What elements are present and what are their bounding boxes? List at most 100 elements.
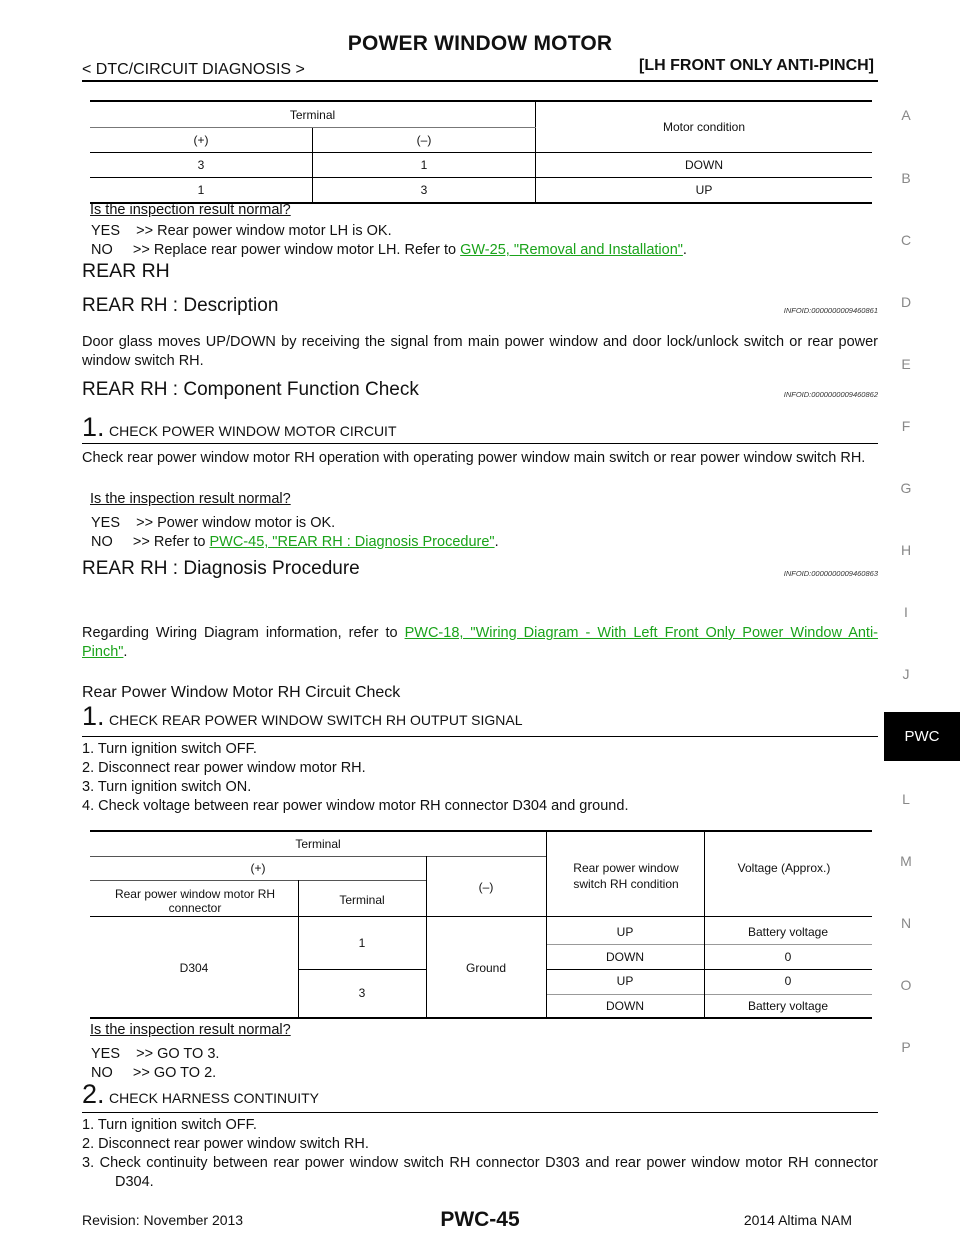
variant-label: [LH FRONT ONLY ANTI-PINCH] — [639, 57, 874, 74]
step-number: 2. — [82, 1079, 105, 1109]
yes-result: YES >> Rear power window motor LH is OK. — [91, 223, 392, 239]
terminal-header: Terminal — [90, 101, 536, 128]
side-index-a[interactable]: A — [901, 107, 911, 123]
inspection-question: Is the inspection result normal? — [90, 202, 291, 218]
step-number: 1. — [82, 701, 105, 731]
table-row: 3 1 DOWN — [90, 152, 872, 178]
voltage-cell: Battery voltage — [747, 925, 829, 939]
description-infoid: INFOID:0000000009460861 — [783, 306, 878, 315]
cell-plus: 1 — [90, 177, 313, 204]
side-index-f[interactable]: F — [901, 418, 911, 434]
table-top-border — [90, 830, 872, 832]
dp-infoid: INFOID:0000000009460863 — [783, 569, 878, 578]
minus-header: (–) — [478, 880, 494, 894]
motor-condition-table: Terminal Motor condition (+) (–) 3 1 DOW… — [90, 100, 872, 204]
voltage-cell: 0 — [784, 950, 792, 964]
list-item: 1. Turn ignition switch OFF. — [82, 741, 257, 757]
table-vline — [426, 856, 427, 1017]
list-item: 2. Disconnect rear power window motor RH… — [82, 760, 366, 776]
table-vline — [298, 880, 299, 1017]
side-index-b[interactable]: B — [901, 170, 911, 186]
side-index-l[interactable]: L — [902, 791, 910, 807]
step2-heading: 2. CHECK HARNESS CONTINUITY — [82, 1079, 319, 1110]
step2-list: 1. Turn ignition switch OFF. 2. Disconne… — [82, 1116, 878, 1192]
cfc-text: Check rear power window motor RH operati… — [82, 450, 866, 466]
list-item: 4. Check voltage between rear power wind… — [82, 798, 629, 814]
table-rule — [546, 944, 872, 945]
list-item: 3. Check continuity between rear power w… — [82, 1155, 878, 1190]
pwc18-link[interactable]: PWC-18, "Wiring Diagram - With Left Fron… — [82, 625, 879, 660]
table-bottom-border — [90, 1017, 872, 1019]
section-label: < DTC/CIRCUIT DIAGNOSIS > — [82, 61, 305, 78]
connector-header: Rear power window motor RH connector — [114, 887, 276, 915]
condition-cell: UP — [616, 925, 634, 939]
table-rule — [90, 880, 426, 881]
side-index-m[interactable]: M — [900, 853, 912, 869]
circuit-check-title: Rear Power Window Motor RH Circuit Check — [82, 684, 401, 701]
step-rule — [82, 443, 878, 444]
condition-cell: DOWN — [606, 999, 644, 1013]
side-index-e[interactable]: E — [901, 356, 911, 372]
side-index-n[interactable]: N — [900, 915, 912, 931]
condition-cell: UP — [616, 974, 634, 988]
side-index-p[interactable]: P — [901, 1039, 911, 1055]
section-heading: REAR RH — [82, 260, 170, 282]
connector-cell: D304 — [179, 961, 209, 975]
inspection-question: Is the inspection result normal? — [90, 1022, 291, 1038]
step1-list: 1. Turn ignition switch OFF. 2. Disconne… — [82, 740, 628, 816]
terminal-cell: 1 — [358, 936, 366, 950]
cell-condition: UP — [535, 177, 872, 204]
no-result: NO >> Replace rear power window motor LH… — [91, 241, 687, 260]
pwc45-link[interactable]: PWC-45, "REAR RH : Diagnosis Procedure" — [209, 534, 495, 550]
page-title: POWER WINDOW MOTOR — [347, 32, 613, 55]
list-item: 3. Turn ignition switch ON. — [82, 779, 252, 795]
cell-minus: 3 — [312, 177, 536, 204]
side-index-o[interactable]: O — [900, 977, 912, 993]
ref-text: Regarding Wiring Diagram information, re… — [82, 625, 405, 641]
cell-minus: 1 — [312, 152, 536, 178]
gw25-link[interactable]: GW-25, "Removal and Installation" — [460, 242, 683, 258]
list-item: 1. Turn ignition switch OFF. — [82, 1117, 257, 1133]
no-text: NO >> Replace rear power window motor LH… — [91, 242, 461, 258]
cfc-question: Is the inspection result normal? — [90, 491, 291, 507]
description-text: Door glass moves UP/DOWN by receiving th… — [82, 334, 878, 369]
side-index-c[interactable]: C — [900, 232, 912, 248]
step-title: CHECK REAR POWER WINDOW SWITCH RH OUTPUT… — [108, 712, 523, 728]
voltage-cell: Battery voltage — [747, 999, 829, 1013]
cfc-no: NO >> Refer to PWC-45, "REAR RH : Diagno… — [91, 533, 499, 552]
voltage-header: Voltage (Approx.) — [737, 861, 831, 875]
description-title: REAR RH : Description — [82, 295, 279, 316]
cfc-step-heading: 1. CHECK POWER WINDOW MOTOR CIRCUIT — [82, 412, 397, 443]
cfc-yes: YES >> Power window motor is OK. — [91, 515, 336, 531]
minus-header: (–) — [312, 127, 536, 153]
voltage-table: Terminal (+) (–) Rear power window motor… — [90, 830, 872, 1020]
voltage-cell: 0 — [784, 974, 792, 988]
side-index-g[interactable]: G — [900, 480, 912, 496]
yes-result: YES >> GO TO 3. — [91, 1046, 220, 1062]
table-rule — [546, 994, 872, 995]
terminal-sub-header: Terminal — [339, 893, 385, 907]
step-rule — [82, 1112, 878, 1113]
terminal-header: Terminal — [295, 837, 341, 851]
side-index-i[interactable]: I — [904, 604, 908, 620]
list-item: 2. Disconnect rear power window switch R… — [82, 1136, 369, 1152]
ref-suffix: . — [123, 644, 128, 660]
table-rule — [90, 856, 546, 857]
cell-condition: DOWN — [535, 152, 872, 178]
step-title: CHECK HARNESS CONTINUITY — [108, 1090, 320, 1106]
no-suffix: . — [494, 534, 499, 550]
step-number: 1. — [82, 412, 105, 442]
dp-reference: Regarding Wiring Diagram information, re… — [82, 624, 878, 662]
condition-cell: DOWN — [606, 950, 644, 964]
side-index-j[interactable]: J — [902, 666, 910, 682]
plus-header: (+) — [250, 861, 266, 875]
no-result: NO >> GO TO 2. — [91, 1065, 217, 1081]
cfc-infoid: INFOID:0000000009460862 — [783, 390, 878, 399]
side-index-d[interactable]: D — [900, 294, 912, 310]
cell-plus: 3 — [90, 152, 313, 178]
dp-title: REAR RH : Diagnosis Procedure — [82, 558, 360, 579]
plus-header: (+) — [90, 127, 313, 153]
no-suffix: . — [682, 242, 687, 258]
side-index-h[interactable]: H — [900, 542, 912, 558]
side-index-pwc-tab[interactable]: PWC — [884, 712, 960, 761]
